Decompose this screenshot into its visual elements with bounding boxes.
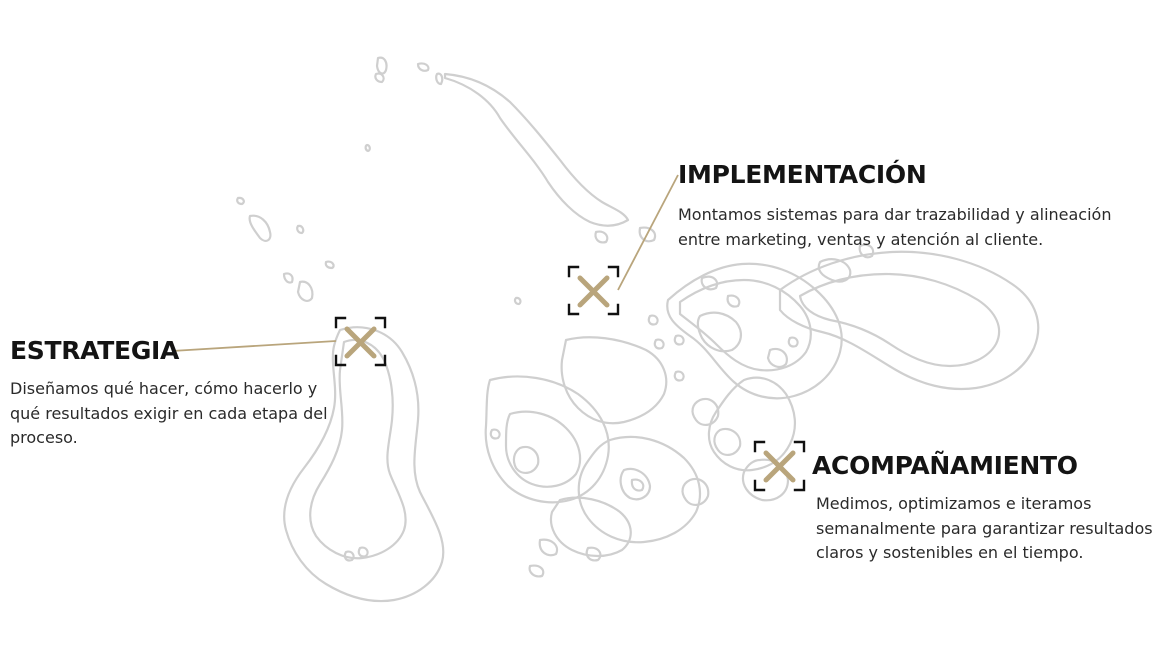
x-mark-icon [344,326,377,359]
marker-acompanamiento [753,440,806,492]
section-title-implementacion: IMPLEMENTACIÓN [678,160,927,189]
x-mark-icon [577,275,610,308]
corner-brackets-icon [334,316,387,367]
corner-brackets-icon [567,265,620,316]
connector-lines [171,174,679,352]
section-desc-implementacion: Montamos sistemas para dar trazabilidad … [678,205,1112,249]
marker-estrategia [334,316,387,367]
section-desc-acompanamiento: Medimos, optimizamos e iteramos semanalm… [816,494,1153,562]
x-mark-icon [763,450,796,483]
connector-estrategia [171,340,337,352]
corner-brackets-icon [753,440,806,492]
marker-implementacion [567,265,620,316]
map-outlines [236,56,1040,603]
section-estrategia: ESTRATEGIA Diseñamos qué hacer, cómo hac… [10,338,345,451]
connector-implementacion [617,174,679,291]
section-title-estrategia: ESTRATEGIA [10,336,180,365]
section-title-acompanamiento: ACOMPAÑAMIENTO [812,451,1078,480]
section-acompanamiento-body: Medimos, optimizamos e iteramos semanalm… [816,492,1156,566]
section-implementacion: IMPLEMENTACIÓN Montamos sistemas para da… [678,162,1118,252]
section-acompanamiento-heading: ACOMPAÑAMIENTO [812,453,1078,478]
section-desc-estrategia: Diseñamos qué hacer, cómo hacerlo y qué … [10,379,328,447]
